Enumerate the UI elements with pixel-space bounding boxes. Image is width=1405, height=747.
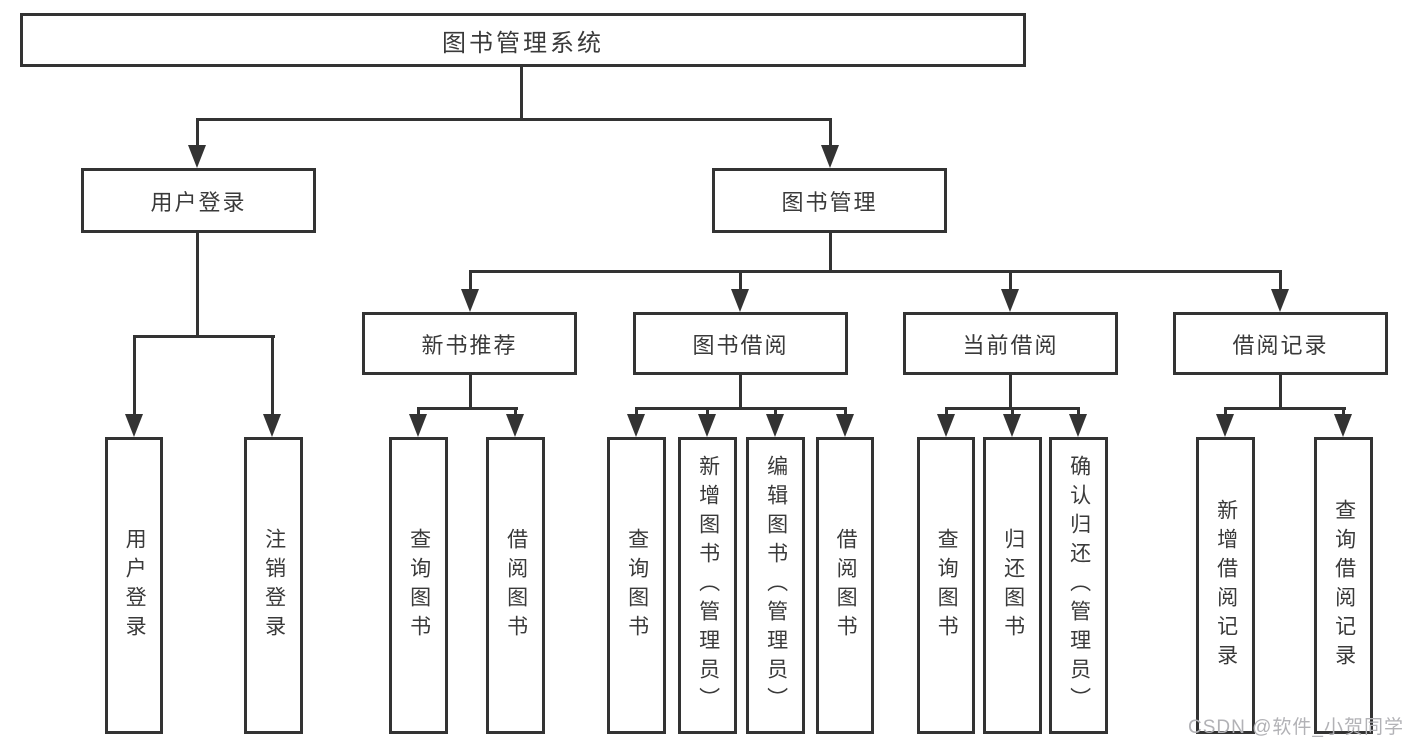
node-query-books-recommend: 查询图书: [389, 437, 448, 734]
connector-rail: [1224, 407, 1346, 410]
connector-leaf-shaft: [844, 407, 847, 417]
node-confirm-return-admin: 确认归还（管理员）: [1049, 437, 1108, 734]
connector-user-login-shaft: [196, 118, 199, 147]
arrowhead-down: [1003, 414, 1021, 437]
arrowhead-down: [937, 414, 955, 437]
node-book-management: 图书管理: [712, 168, 947, 233]
leaf-label: 编辑图书（管理员）: [764, 455, 788, 716]
node-book-borrowing: 图书借阅: [633, 312, 848, 375]
arrowhead-down: [263, 414, 281, 437]
leaf-label: 借阅图书: [834, 527, 858, 644]
connector-leaf-shaft: [514, 407, 517, 417]
connector-book-mgmt-stub: [829, 233, 832, 273]
connector-l3-shaft: [1279, 270, 1282, 292]
arrowhead-down: [125, 414, 143, 437]
connector-root-stub: [520, 67, 523, 120]
connector-book-mgmt-shaft: [829, 118, 832, 147]
arrowhead-down: [627, 414, 645, 437]
leaf-label: 注销登录: [262, 527, 286, 644]
connector-leaf-shaft: [133, 335, 136, 416]
node-query-books-current: 查询图书: [917, 437, 975, 734]
connector-stub: [739, 375, 742, 409]
node-borrow-book: 借阅图书: [816, 437, 874, 734]
node-new-book-recommend: 新书推荐: [362, 312, 577, 375]
connector-leaf-shaft: [1224, 407, 1227, 417]
node-borrow-books-recommend: 借阅图书: [486, 437, 545, 734]
leaf-label: 查询图书: [407, 527, 431, 644]
connector-l3-shaft: [739, 270, 742, 292]
arrowhead-down: [731, 289, 749, 312]
connector-leaf-shaft: [417, 407, 420, 417]
leaf-label: 查询图书: [935, 527, 959, 644]
connector-rail: [635, 407, 847, 410]
connector-user-login-stub: [196, 233, 199, 337]
leaf-label: 确认归还（管理员）: [1067, 455, 1091, 716]
node-user-login-leaf: 用户登录: [105, 437, 163, 734]
connector-stub: [1279, 375, 1282, 409]
connector-book-mgmt-rail: [469, 270, 1282, 273]
arrowhead-down: [409, 414, 427, 437]
node-add-book-admin: 新增图书（管理员）: [678, 437, 737, 734]
connector-leaf-shaft: [1011, 407, 1014, 417]
arrowhead-down: [698, 414, 716, 437]
connector-leaf-shaft: [706, 407, 709, 417]
connector-stub: [1009, 375, 1012, 409]
arrowhead-down: [766, 414, 784, 437]
arrowhead-down: [1001, 289, 1019, 312]
node-edit-book-admin: 编辑图书（管理员）: [746, 437, 805, 734]
connector-leaf-shaft: [1077, 407, 1080, 417]
arrowhead-down: [1216, 414, 1234, 437]
node-add-borrow-record: 新增借阅记录: [1196, 437, 1255, 734]
node-query-books-borrow: 查询图书: [607, 437, 666, 734]
node-current-borrowing: 当前借阅: [903, 312, 1118, 375]
leaf-label: 归还图书: [1001, 527, 1025, 644]
leaf-label: 借阅图书: [504, 527, 528, 644]
leaf-label: 新增图书（管理员）: [696, 455, 720, 716]
arrowhead-down: [506, 414, 524, 437]
connector-user-login-rail: [133, 335, 275, 338]
connector-l3-shaft: [1009, 270, 1012, 292]
connector-leaf-shaft: [271, 335, 274, 416]
leaf-label: 新增借阅记录: [1214, 498, 1238, 673]
arrowhead-down: [1271, 289, 1289, 312]
node-return-book: 归还图书: [983, 437, 1042, 734]
connector-leaf-shaft: [774, 407, 777, 417]
node-user-login: 用户登录: [81, 168, 316, 233]
node-borrowing-records: 借阅记录: [1173, 312, 1388, 375]
arrowhead-down: [461, 289, 479, 312]
arrowhead-down: [821, 145, 839, 168]
connector-leaf-shaft: [1342, 407, 1345, 417]
arrowhead-down: [1069, 414, 1087, 437]
arrowhead-down: [1334, 414, 1352, 437]
arrowhead-down: [836, 414, 854, 437]
node-library-management-system: 图书管理系统: [20, 13, 1026, 67]
connector-root-rail: [196, 118, 832, 121]
leaf-label: 查询图书: [625, 527, 649, 644]
node-query-borrow-record: 查询借阅记录: [1314, 437, 1373, 734]
connector-l3-shaft: [469, 270, 472, 292]
arrowhead-down: [188, 145, 206, 168]
watermark: CSDN @软件_小贺同学: [1188, 717, 1404, 738]
connector-leaf-shaft: [635, 407, 638, 417]
connector-rail: [417, 407, 518, 410]
leaf-label: 用户登录: [123, 527, 147, 644]
connector-stub: [469, 375, 472, 409]
leaf-label: 查询借阅记录: [1332, 498, 1356, 673]
connector-leaf-shaft: [945, 407, 948, 417]
node-logout: 注销登录: [244, 437, 303, 734]
